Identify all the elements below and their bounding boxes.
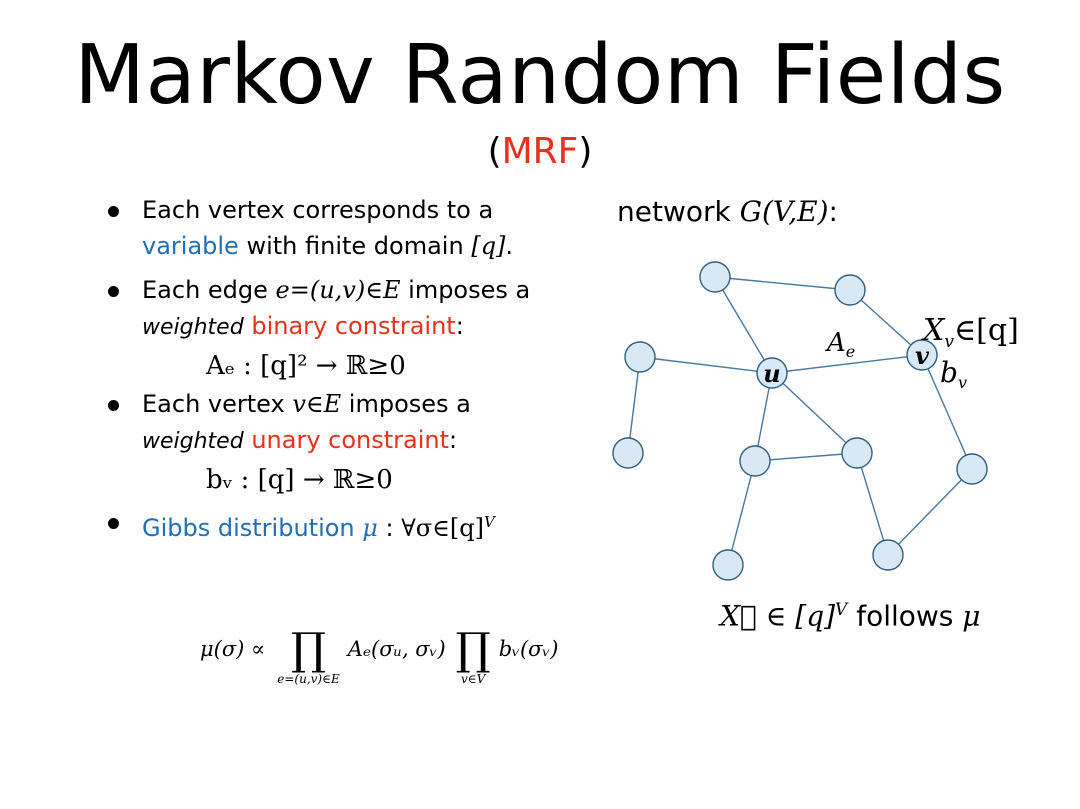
text: : bbox=[449, 426, 458, 454]
bullet-edge-constraint: Each edge e=(u,v)∈E imposes a weighted b… bbox=[108, 272, 598, 386]
sup-v: V bbox=[835, 600, 848, 620]
edge bbox=[921, 354, 973, 470]
text: . bbox=[505, 232, 514, 260]
graph-node bbox=[624, 341, 656, 373]
bullet-vertex-variable: Each vertex corresponds to a variable wi… bbox=[108, 192, 598, 264]
product-2-subscript: v∈V bbox=[461, 672, 486, 686]
product-1-subscript: e=(u,v)∈E bbox=[277, 672, 340, 686]
bullet-dot bbox=[108, 400, 119, 411]
weighted-word: weighted bbox=[142, 315, 244, 340]
xv-rest: ∈[q] bbox=[954, 313, 1019, 348]
edge bbox=[754, 452, 858, 462]
graph-node-u bbox=[756, 357, 788, 389]
edge bbox=[771, 372, 858, 454]
text: imposes a bbox=[341, 390, 471, 418]
text: : bbox=[377, 514, 402, 542]
text: with finite domain bbox=[238, 232, 472, 260]
text: Each vertex corresponds to a bbox=[142, 196, 494, 224]
xv-label: Xv∈[q] bbox=[921, 313, 1019, 352]
text: network bbox=[617, 195, 740, 228]
ae-sub: e bbox=[846, 342, 855, 361]
text: Each edge bbox=[142, 276, 276, 304]
gibbs-formula: μ(σ) ∝ ∏ e=(u,v)∈E Aₑ(σᵤ, σᵥ) ∏ v∈V bᵥ(σ… bbox=[200, 624, 559, 687]
follows-mu-line: X⃗ ∈ [q]V follows μ bbox=[720, 588, 981, 638]
mu-symbol: μ bbox=[362, 514, 378, 542]
sup-v: V bbox=[483, 513, 495, 531]
mrf-abbr: MRF bbox=[501, 131, 579, 172]
bullet-dot bbox=[108, 518, 119, 529]
unary-constraint-formula: bᵥ : [q] → ℝ≥0 bbox=[142, 460, 598, 500]
weighted-word: weighted bbox=[142, 429, 244, 454]
product-2: ∏ v∈V bbox=[452, 624, 495, 687]
text: : bbox=[828, 195, 838, 228]
bv-label: bv bbox=[940, 356, 967, 392]
formula-term-1: Aₑ(σᵤ, σᵥ) bbox=[347, 637, 446, 661]
formula-term-2: bᵥ(σᵥ) bbox=[498, 637, 559, 661]
slide-title: Markov Random Fields bbox=[74, 28, 1006, 123]
edge bbox=[714, 276, 851, 291]
highlight-gibbs: Gibbs distribution bbox=[142, 514, 355, 542]
edge bbox=[714, 276, 773, 374]
slide-subtitle: (MRF) bbox=[0, 130, 1080, 174]
xv-main: X bbox=[921, 313, 946, 348]
edge bbox=[856, 452, 889, 556]
highlight-binary-constraint: binary constraint bbox=[251, 312, 456, 340]
xv-sub: v bbox=[944, 332, 954, 352]
bullet-dot bbox=[108, 206, 119, 217]
math-edge: e=(u,v)∈E bbox=[275, 276, 401, 304]
text: : bbox=[455, 312, 464, 340]
edge bbox=[771, 354, 923, 374]
edge bbox=[627, 356, 641, 454]
graph-node bbox=[872, 539, 904, 571]
edge bbox=[727, 460, 756, 566]
mu-symbol: μ bbox=[962, 599, 981, 633]
graph-node-v bbox=[906, 339, 938, 371]
math-vertex: v∈E bbox=[292, 390, 342, 418]
graph-node bbox=[739, 445, 771, 477]
formula-text: bᵥ : [q] → ℝ≥0 bbox=[206, 465, 393, 495]
highlight-variable: variable bbox=[142, 232, 239, 260]
bv-main: b bbox=[940, 356, 958, 389]
text: imposes a bbox=[400, 276, 531, 304]
highlight-unary-constraint: unary constraint bbox=[251, 426, 450, 454]
bullet-gibbs: Gibbs distribution μ : ∀σ∈[q]V bbox=[108, 504, 598, 546]
formula-text: Aₑ : [q]² → ℝ≥0 bbox=[206, 351, 406, 381]
bv-sub: v bbox=[958, 373, 967, 392]
edge bbox=[887, 468, 973, 556]
edge bbox=[849, 289, 923, 356]
math-x-vector: X⃗ ∈ [q] bbox=[720, 599, 836, 633]
graph-node bbox=[841, 437, 873, 469]
node-label-v: v bbox=[915, 341, 930, 370]
forall-sigma: ∀σ∈[q] bbox=[401, 514, 484, 542]
edge bbox=[639, 356, 773, 374]
bullet-dot bbox=[108, 286, 119, 297]
product-symbol: ∏ bbox=[290, 624, 327, 675]
graph-node bbox=[612, 437, 644, 469]
text: Each vertex bbox=[142, 390, 293, 418]
ae-main: A bbox=[825, 328, 846, 358]
paren-close: ) bbox=[578, 131, 593, 172]
graph-node bbox=[712, 549, 744, 581]
formula-layout: μ(σ) ∝ ∏ e=(u,v)∈E Aₑ(σᵤ, σᵥ) ∏ v∈V bᵥ(σ… bbox=[200, 624, 559, 687]
text: follows bbox=[847, 599, 963, 633]
bullet-list: Each vertex corresponds to a variable wi… bbox=[108, 192, 598, 546]
product-symbol: ∏ bbox=[455, 624, 491, 675]
bullet-vertex-constraint: Each vertex v∈E imposes a weighted unary… bbox=[108, 386, 598, 500]
network-label: network G(V,E): bbox=[617, 192, 838, 232]
graph-node bbox=[834, 274, 866, 306]
product-1: ∏ e=(u,v)∈E bbox=[273, 624, 343, 687]
edge-label-ae: Ae bbox=[825, 328, 855, 361]
graph-node bbox=[956, 453, 988, 485]
graph-node bbox=[699, 261, 731, 293]
math-domain: [q] bbox=[471, 232, 506, 260]
paren-open: ( bbox=[487, 131, 502, 172]
math-graph: G(V,E) bbox=[739, 195, 829, 228]
node-label-u: u bbox=[763, 359, 780, 388]
formula-lhs: μ(σ) ∝ bbox=[200, 637, 266, 661]
binary-constraint-formula: Aₑ : [q]² → ℝ≥0 bbox=[142, 346, 598, 386]
network-graph: u v Ae Xv∈[q] bv bbox=[612, 261, 1019, 581]
